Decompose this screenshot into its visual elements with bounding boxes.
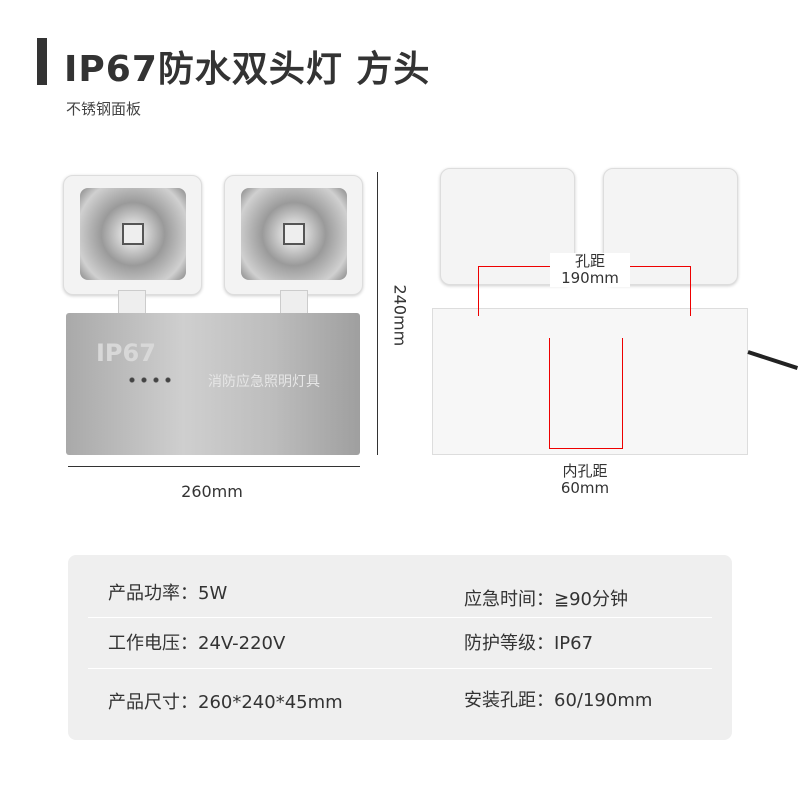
- panel-mark: IP67: [96, 339, 156, 367]
- height-label: 240mm: [390, 284, 410, 347]
- joint: [280, 290, 308, 314]
- spec-protection: 防护等级：IP67: [464, 633, 594, 654]
- spec-row: 工作电压：24V-220V 防护等级：IP67: [68, 617, 732, 677]
- title-accent-bar: [37, 38, 47, 85]
- height-dim-line: [377, 172, 378, 455]
- spec-row: 产品尺寸：260*240*45mm 安装孔距：60/190mm: [68, 668, 732, 728]
- spec-voltage: 工作电压：24V-220V: [108, 633, 286, 654]
- width-label: 260mm: [181, 482, 243, 501]
- steel-panel: IP67 消防应急照明灯具: [66, 313, 360, 455]
- lamp-head-right: [224, 175, 363, 295]
- power-cable: [747, 350, 799, 370]
- indicator-leds: [126, 377, 176, 383]
- spec-table: 产品功率：5W 应急时间：≧90分钟 工作电压：24V-220V 防护等级：IP…: [68, 555, 732, 740]
- back-housing: [432, 308, 748, 455]
- spec-size: 产品尺寸：260*240*45mm: [108, 692, 343, 713]
- lamp-head-left: [63, 175, 202, 295]
- spec-row: 产品功率：5W 应急时间：≧90分钟: [68, 563, 732, 623]
- page-title: IP67防水双头灯 方头: [64, 49, 431, 90]
- width-dim-line: [68, 466, 360, 467]
- spec-hole-distance: 安装孔距：60/190mm: [464, 690, 653, 711]
- page-subtitle: 不锈钢面板: [66, 100, 142, 118]
- spec-emergency-time: 应急时间：≧90分钟: [464, 589, 628, 610]
- spec-power: 产品功率：5W: [108, 583, 228, 604]
- panel-label: 消防应急照明灯具: [208, 374, 320, 390]
- joint: [118, 290, 146, 314]
